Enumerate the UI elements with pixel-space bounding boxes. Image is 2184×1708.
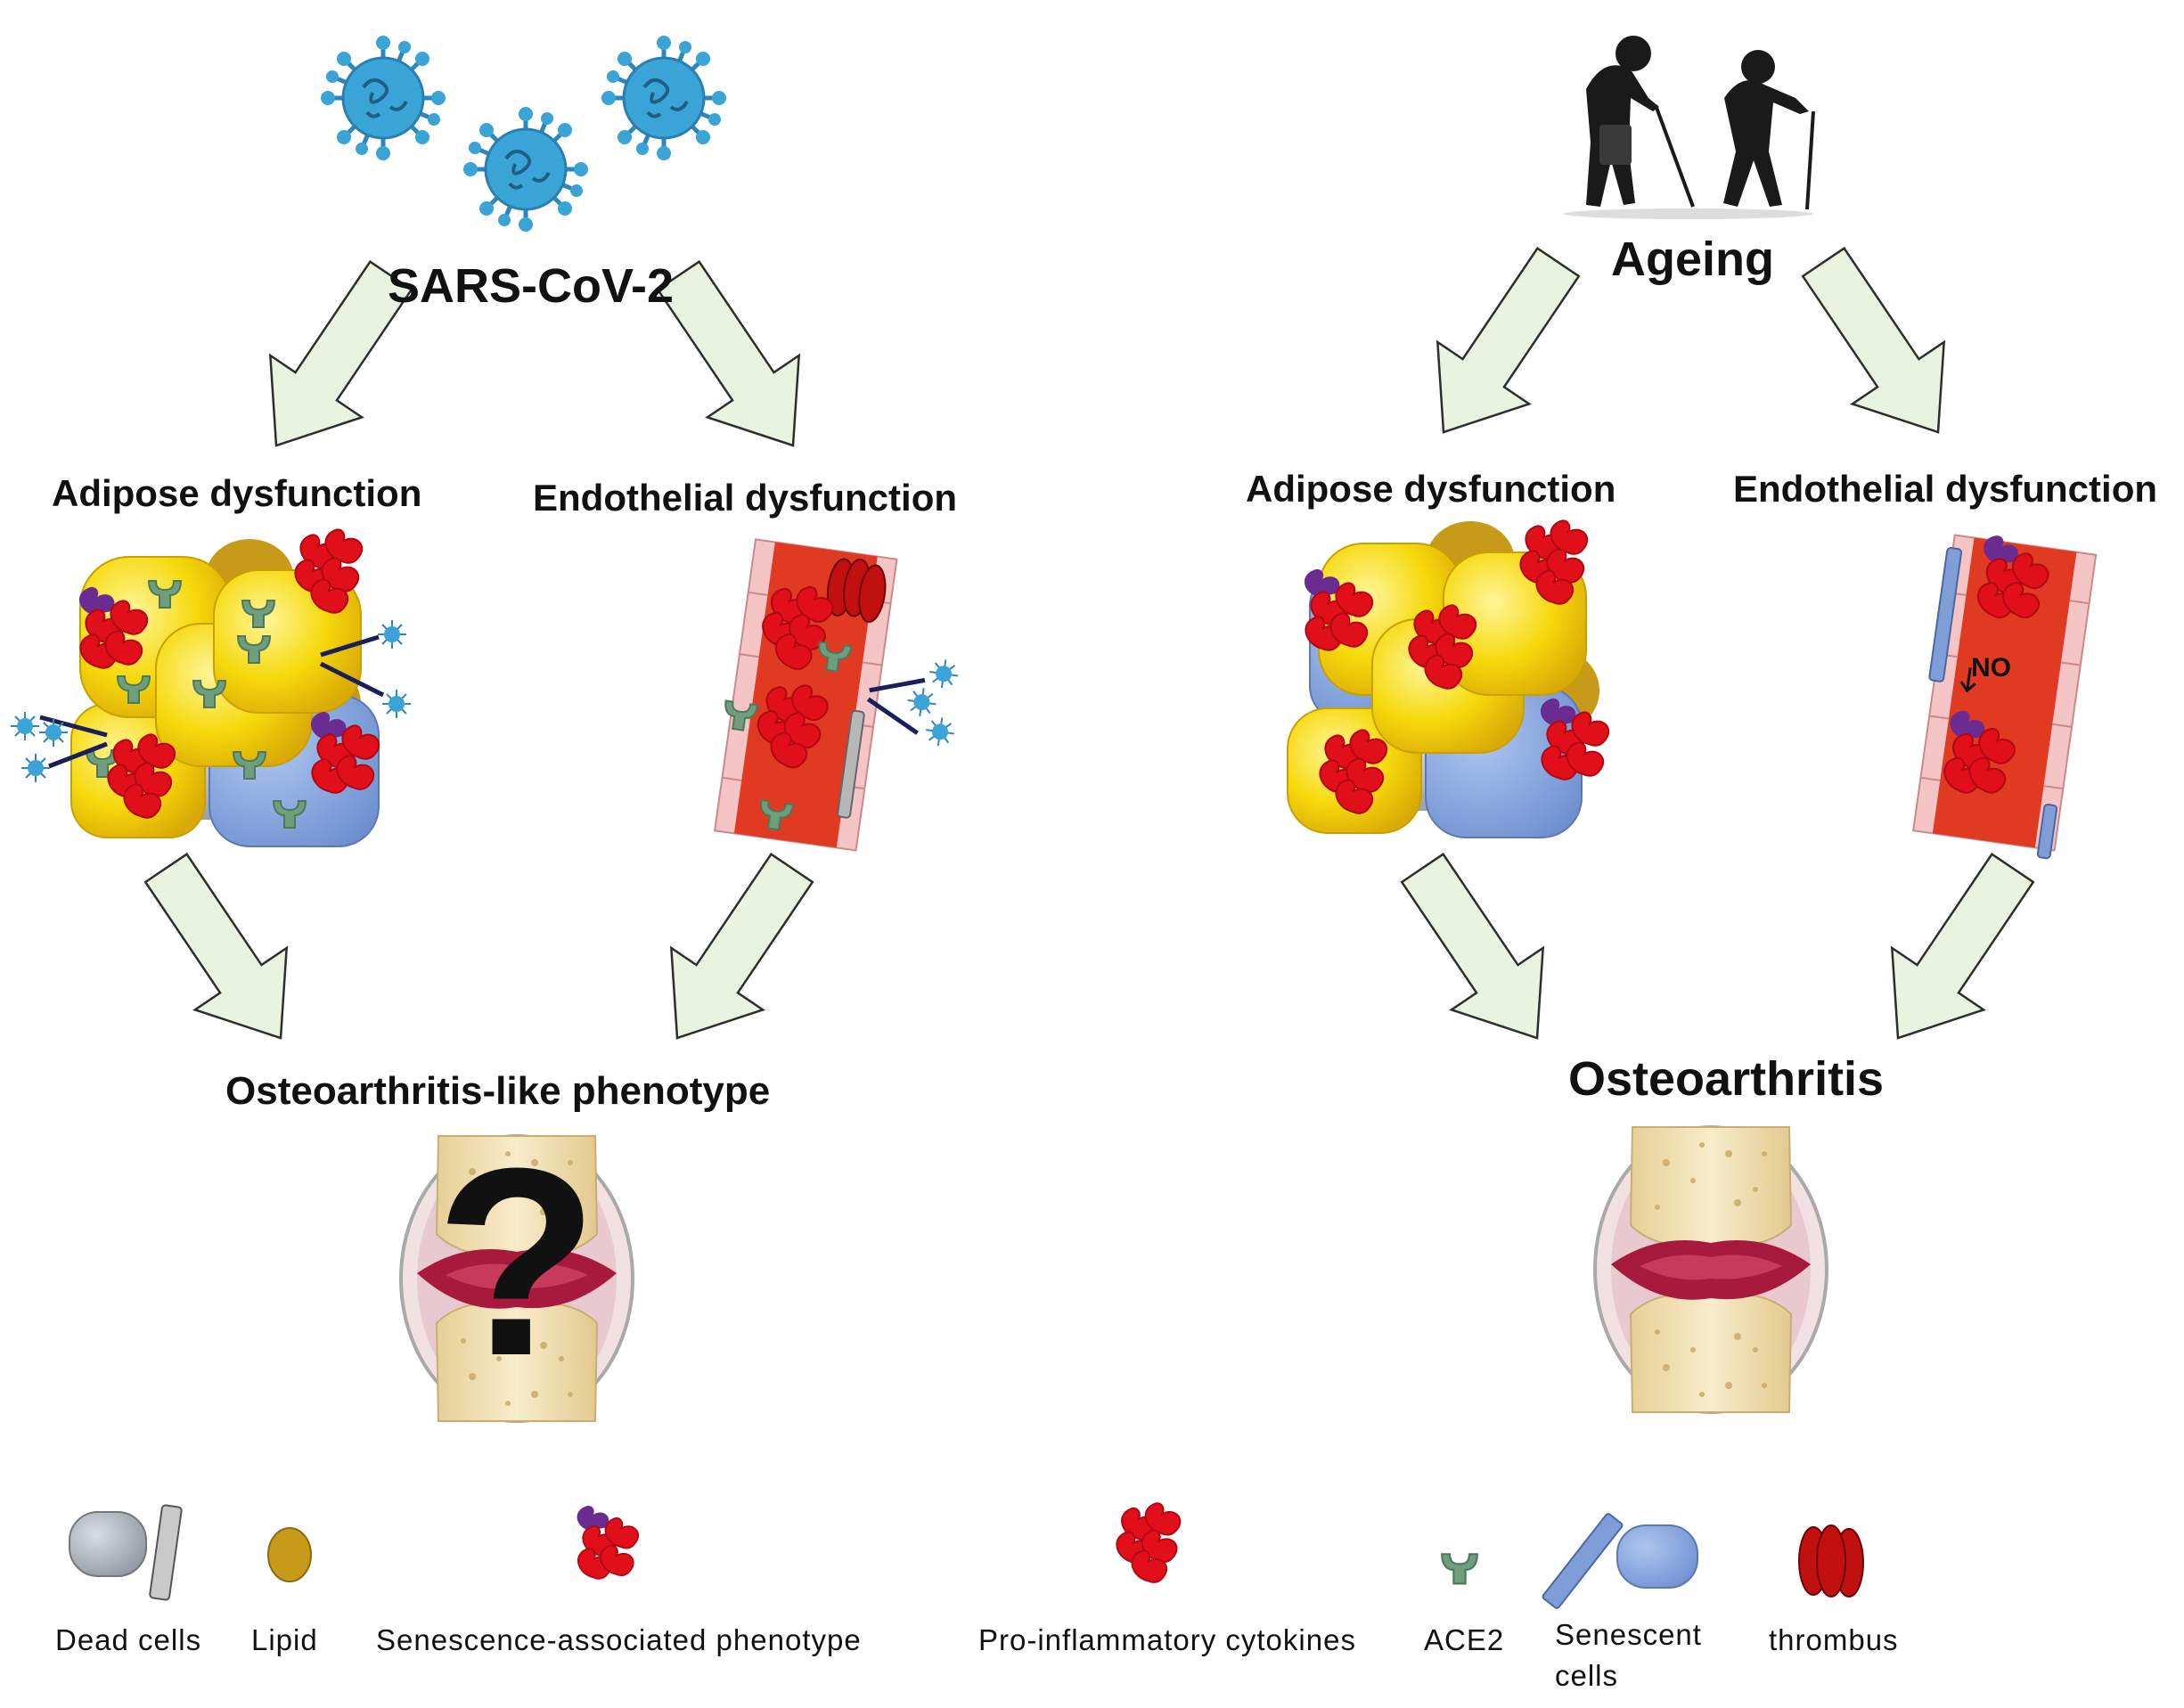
legend-label-thrombus: thrombus — [1769, 1623, 1899, 1656]
ace2-receptor-icon — [1441, 1553, 1478, 1585]
adipose-cluster-illustration — [10, 529, 412, 847]
thrombus-icon — [1798, 1524, 1864, 1598]
arrow-down-left — [630, 836, 839, 1070]
legend-label-lipid: Lipid — [251, 1623, 318, 1656]
branch-label-adipose: Adipose dysfunction — [52, 472, 422, 514]
elderly-people-icon — [1564, 36, 1815, 219]
senescent-cells-icon — [1542, 1513, 1698, 1609]
cause-label-ageing: Ageing — [1611, 233, 1774, 286]
lipid-icon — [267, 1527, 312, 1582]
adipose-cluster-illustration — [1287, 520, 1608, 838]
arrow-down-right — [119, 836, 328, 1070]
legend-label-senescent-cells: Senescent cells — [1555, 1618, 1702, 1692]
virus-icon — [321, 36, 446, 160]
virus-icon — [463, 107, 588, 232]
legend-label-cytokines: Pro-inflammatory cytokines — [978, 1623, 1356, 1656]
nitric-oxide-label: NO — [1971, 653, 2011, 682]
legend-label-senescence: Senescence-associated phenotype — [376, 1623, 862, 1656]
branch-label-adipose: Adipose dysfunction — [1246, 468, 1616, 510]
joint-illustration: ? — [399, 1112, 634, 1423]
legend-label-ace2: ACE2 — [1424, 1623, 1505, 1656]
senescence-phenotype-icon — [577, 1506, 639, 1579]
arrow-down-right — [1375, 836, 1584, 1070]
dead-cells-icon — [69, 1504, 183, 1601]
legend-icons — [69, 1503, 1864, 1609]
blood-vessel-illustration — [1911, 529, 2098, 860]
legend-label-dead-cells: Dead cells — [55, 1623, 202, 1656]
arrow-down-left — [1396, 230, 1606, 464]
blood-vessel-illustration — [713, 538, 961, 852]
arrow-down-left — [1851, 836, 2060, 1070]
arrow-down-icon — [1959, 667, 1976, 693]
cause-label-sars-cov-2: SARS-CoV-2 — [388, 259, 675, 313]
virus-icon-group — [321, 36, 726, 232]
outcome-label-oa: Osteoarthritis — [1568, 1052, 1885, 1106]
arrow-down-right — [1776, 230, 1985, 464]
outcome-label-oa-like: Osteoarthritis-like phenotype — [225, 1069, 771, 1113]
virus-icon — [601, 36, 726, 160]
joint-illustration — [1593, 1125, 1828, 1414]
cytokine-cluster-icon — [1117, 1503, 1180, 1582]
branch-label-endothelial: Endothelial dysfunction — [533, 477, 958, 519]
branch-label-endothelial: Endothelial dysfunction — [1733, 468, 2158, 510]
question-mark-icon: ? — [435, 1112, 598, 1411]
